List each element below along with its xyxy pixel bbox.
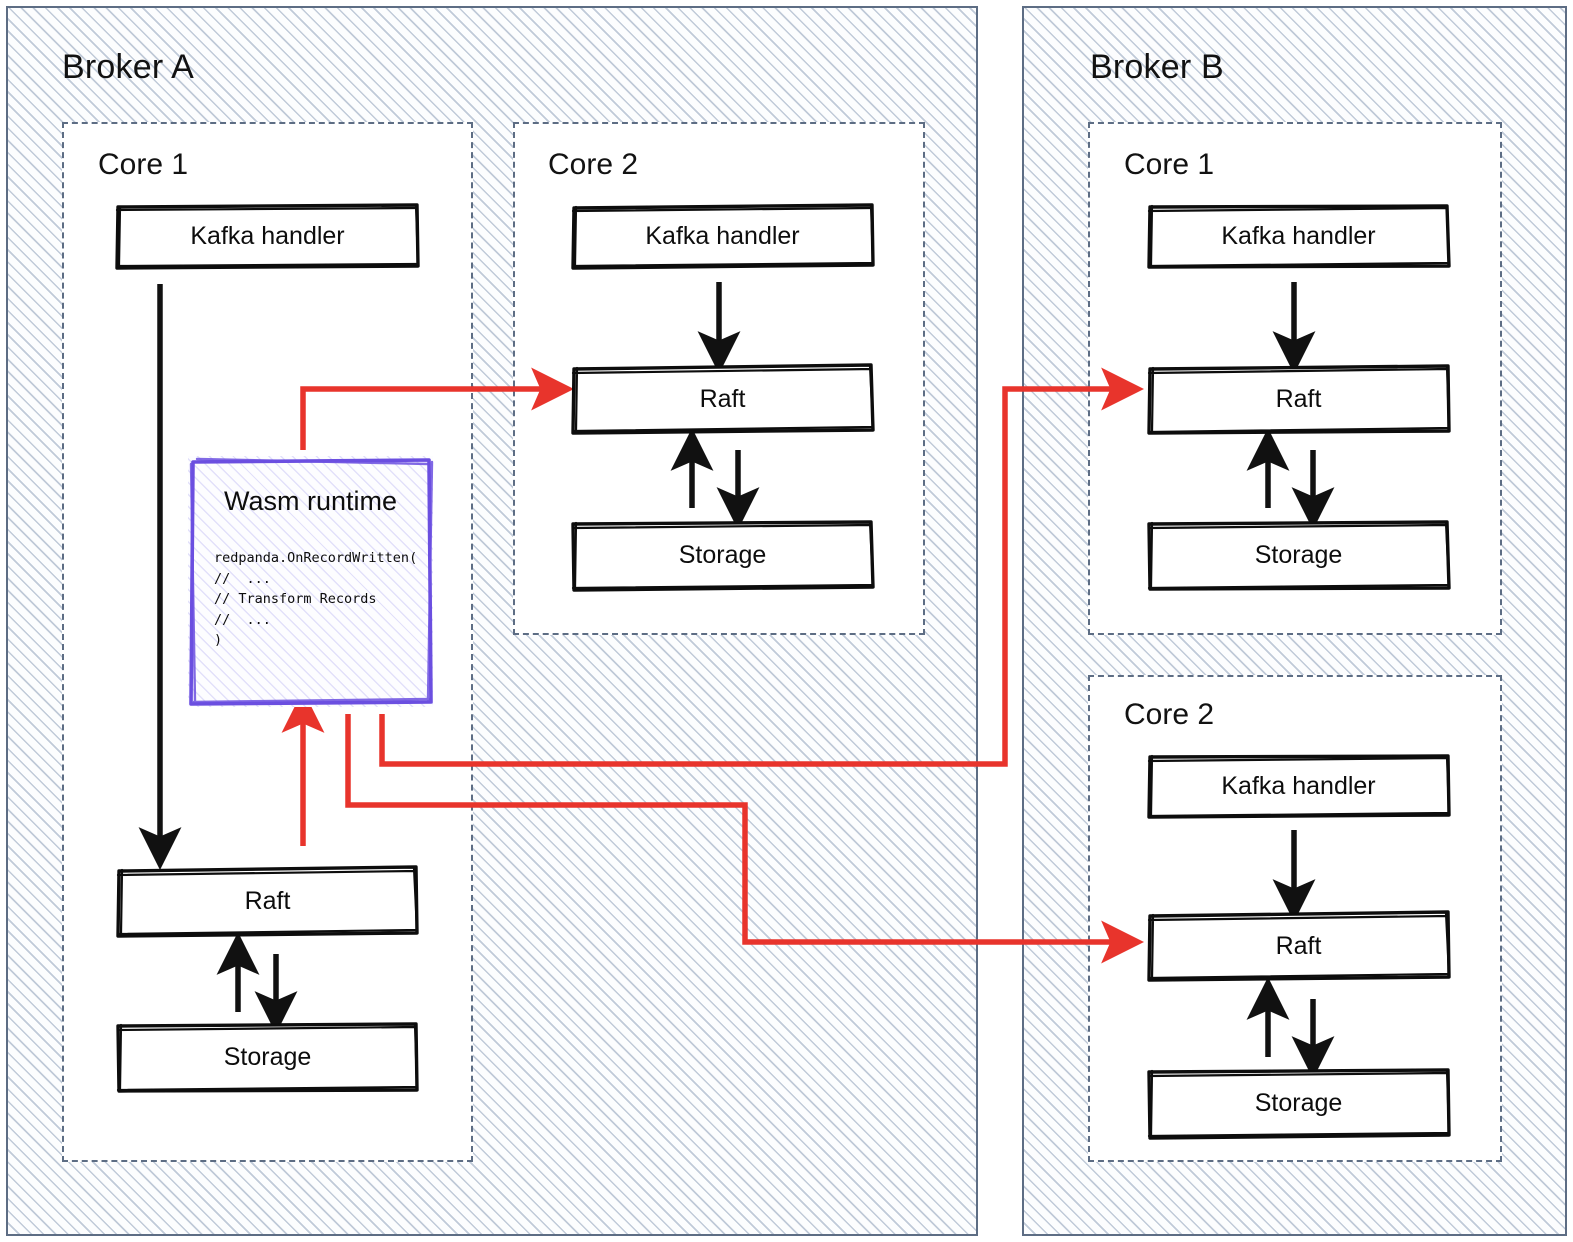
broker-b-title: Broker B [1090,48,1224,86]
broker-b-core-1-kafka-handler[interactable]: Kafka handler [1146,202,1451,270]
broker-a-core-2-raft[interactable]: Raft [570,362,875,436]
broker-b-core-2-title: Core 2 [1124,698,1215,731]
broker-b-core-1-raft[interactable]: Raft [1146,362,1451,436]
broker-a-core-1-title: Core 1 [98,148,189,181]
broker-b-core-2-raft[interactable]: Raft [1146,909,1451,983]
broker-a-core-2-storage[interactable]: Storage [570,518,875,592]
broker-a-core-1-kafka-handler[interactable]: Kafka handler [115,202,420,270]
broker-a-core-2-title: Core 2 [548,148,639,181]
broker-a-title: Broker A [62,48,194,86]
broker-b-core-1-title: Core 1 [1124,148,1215,181]
wasm-runtime-box[interactable]: Wasm runtime redpanda.OnRecordWritten( /… [188,456,434,707]
broker-a-core-2-kafka-handler[interactable]: Kafka handler [570,202,875,270]
broker-b-core-2-storage[interactable]: Storage [1146,1066,1451,1140]
broker-b-core-1-storage[interactable]: Storage [1146,518,1451,592]
broker-b-core-2-kafka-handler[interactable]: Kafka handler [1146,752,1451,820]
broker-a-core-1-raft[interactable]: Raft [115,864,420,938]
wasm-runtime-code: redpanda.OnRecordWritten( // ... // Tran… [214,550,418,649]
broker-a-core-1-storage[interactable]: Storage [115,1020,420,1094]
wasm-runtime-title: Wasm runtime [223,486,398,516]
